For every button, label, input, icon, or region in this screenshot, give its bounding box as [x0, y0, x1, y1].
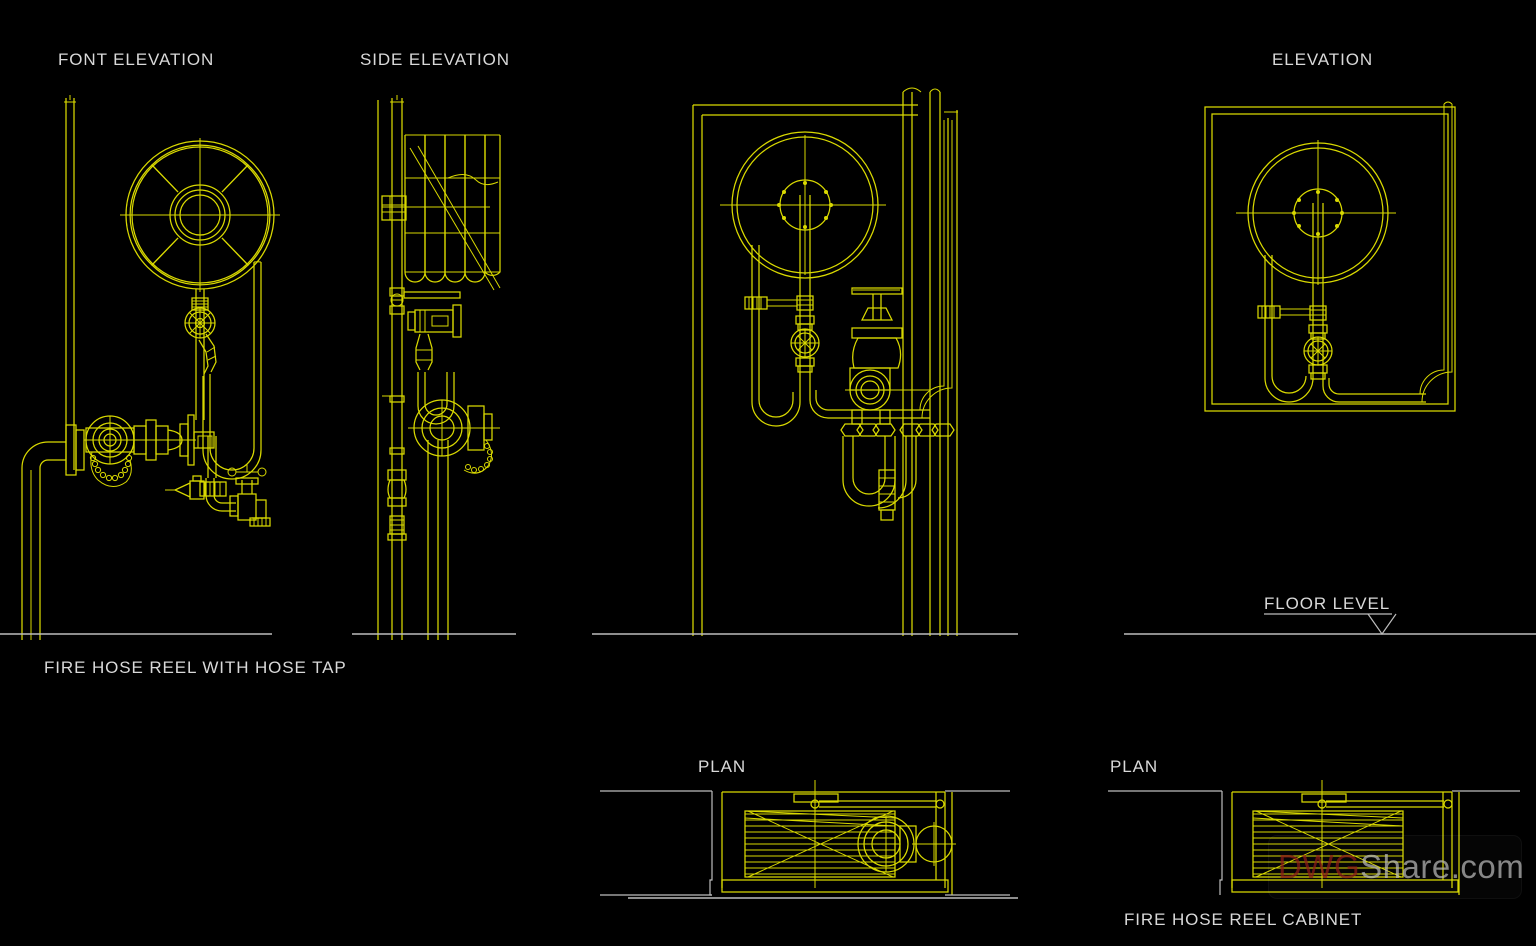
view-elevation	[1124, 101, 1536, 636]
guide-rail-plan-right	[1301, 780, 1453, 888]
drop-pipe-section	[744, 195, 820, 390]
guide-rail-plan-left	[793, 780, 945, 888]
watermark-dwgshare: DWGShare.com	[1278, 848, 1524, 886]
label-floor-level: FLOOR LEVEL	[1264, 594, 1391, 613]
cabinet-plan-outline-right	[1219, 790, 1520, 895]
hose-loops-elevation	[1264, 101, 1453, 403]
chain-side	[463, 439, 493, 474]
gate-valve-section	[845, 287, 930, 425]
label-front-elevation: FONT ELEVATION	[58, 50, 215, 69]
elbow-pipe-front	[21, 441, 66, 640]
floor-level-marker	[1367, 613, 1397, 636]
hose-tap-front	[227, 464, 271, 527]
chain-front	[89, 451, 133, 487]
view-front-elevation	[0, 95, 280, 640]
bolt-circle-section	[777, 181, 833, 229]
view-side-elevation	[352, 95, 516, 640]
watermark-share-text: Share.com	[1360, 848, 1525, 885]
coiled-hose-side	[404, 134, 501, 291]
hose-loops-section	[751, 120, 953, 427]
lower-pipe-side	[427, 440, 449, 640]
hose-loop-front	[202, 261, 262, 480]
view-cabinet-section	[592, 87, 1018, 636]
reel-drum-elevation	[1236, 140, 1396, 285]
hose-reel-drum-front	[120, 138, 280, 292]
valve-body-plan-left	[857, 815, 956, 873]
cabinet-outline-section	[692, 87, 958, 636]
view-plan-left	[600, 780, 1018, 899]
drop-tube-front	[195, 289, 205, 420]
riser-pipe-side	[390, 95, 404, 640]
bolt-circle-elevation	[1292, 190, 1344, 236]
coiled-hose-plan-right	[1252, 810, 1404, 878]
label-plan-left: PLAN	[698, 757, 747, 776]
hand-wheel-valve-front	[184, 297, 216, 339]
caption-fire-hose-reel-cabinet: FIRE HOSE REEL CABINET	[1124, 910, 1363, 929]
landing-valve-side	[408, 399, 500, 474]
caption-fire-hose-reel-with-hose-tap: FIRE HOSE REEL WITH HOSE TAP	[44, 658, 347, 677]
landing-valve-front	[65, 414, 215, 487]
reel-bracket-side	[381, 195, 490, 221]
view-plan-right	[1108, 780, 1520, 895]
hose-nozzle-side	[415, 333, 455, 425]
label-plan-right: PLAN	[1110, 757, 1159, 776]
tap-branch-front	[165, 435, 236, 512]
inline-valve-side	[382, 395, 407, 541]
watermark-dwg-text: DWG	[1278, 848, 1361, 885]
riser-pipe-front	[64, 95, 76, 470]
hose-nozzle-front	[198, 333, 217, 375]
gate-valve-side	[389, 287, 462, 338]
label-elevation: ELEVATION	[1272, 50, 1373, 69]
watermark-plate	[1268, 835, 1522, 899]
reel-drum-section	[720, 131, 886, 279]
drop-pipe-elevation	[1257, 203, 1333, 380]
cabinet-outline-elevation	[1204, 106, 1456, 412]
u-bend-section	[840, 423, 955, 521]
label-side-elevation: SIDE ELEVATION	[360, 50, 510, 69]
